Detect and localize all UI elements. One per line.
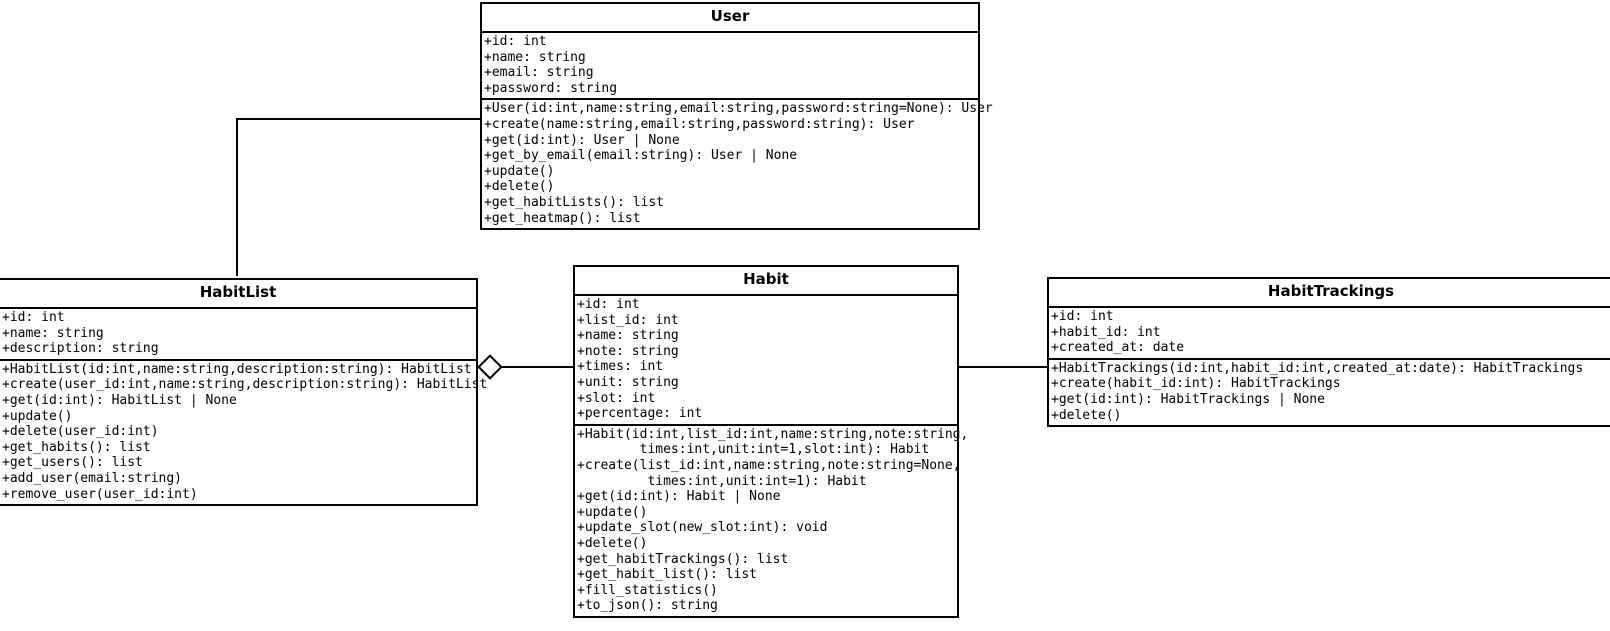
attribute-row: +id: int [2,310,65,325]
method-row: +get(id:int): User | None [484,132,680,148]
method-row: +get_habitLists(): list [484,194,665,210]
connector-habit-habittrackings-line [958,366,1050,368]
class-title-habit: Habit [575,267,957,296]
class-title-habitlist: HabitList [0,280,476,309]
attribute-row: +percentage: int [577,406,703,422]
method-row: +create(user_id:int,name:string,descript… [2,377,488,393]
attribute-row: +created_at: date [1051,340,1185,356]
method-row: +update() [577,504,648,520]
method-row: +get(id:int): Habit | None [577,489,781,505]
class-attributes-habit: +id: int +list_id: int +name: string +no… [575,296,957,426]
attribute-row: +name: string [577,328,679,344]
method-row: +get_heatmap(): list [484,210,641,226]
class-attributes-habittrackings: +id: int +habit_id: int +created_at: dat… [1049,308,1610,360]
method-row: +create(name:string,email:string,passwor… [484,116,915,132]
attribute-row: +name: string [484,49,586,65]
method-row: +get(id:int): HabitTrackings | None [1051,391,1325,407]
method-row: +delete(user_id:int) [2,424,159,440]
method-row: +update() [2,408,73,424]
method-row: +remove_user(user_id:int) [2,486,198,502]
class-methods-habittrackings: +HabitTrackings(id:int,habit_id:int,crea… [1049,360,1610,425]
method-row: +create(list_id:int,name:string,note:str… [577,457,961,473]
attribute-row: +id: int [1051,309,1114,324]
method-row: +get_habits(): list [2,439,151,455]
method-row: +User(id:int,name:string,email:string,pa… [484,101,993,117]
class-box-habit[interactable]: Habit +id: int +list_id: int +name: stri… [573,265,969,618]
class-box-habitlist[interactable]: HabitList +id: int +name: string +descri… [0,278,488,507]
attribute-row: +list_id: int [577,312,679,328]
class-title-habittrackings: HabitTrackings [1049,279,1610,308]
method-row: +get(id:int): HabitList | None [2,392,237,408]
method-row: +Habit(id:int,list_id:int,name:string,no… [577,426,969,442]
method-row: +get_by_email(email:string): User | None [484,148,798,164]
method-row: +get_habitTrackings(): list [577,551,789,567]
method-row: +HabitTrackings(id:int,habit_id:int,crea… [1051,360,1584,376]
class-box-user[interactable]: User +id: int +name: string +email: stri… [480,2,993,231]
method-row: +update() [484,163,555,179]
attribute-row: +description: string [2,341,159,357]
method-row: +delete() [484,179,555,195]
method-row: +create(habit_id:int): HabitTrackings [1051,376,1341,392]
attribute-row: +name: string [2,325,104,341]
connector-habitlist-habit-line [476,366,575,368]
attribute-row: +id: int [484,34,547,49]
method-row: +to_json(): string [577,598,718,614]
connector-user-habitlist-vertical [236,118,238,276]
attribute-row: +email: string [484,65,594,81]
attribute-row: +slot: int [577,390,656,406]
method-row: +add_user(email:string) [2,470,183,486]
class-box-habittrackings[interactable]: HabitTrackings +id: int +habit_id: int +… [1047,277,1610,428]
method-row: times:int,unit:int=1,slot:int): Habit [577,442,930,458]
class-methods-habitlist: +HabitList(id:int,name:string,descriptio… [0,361,488,504]
class-attributes-user: +id: int +name: string +email: string +p… [482,33,978,101]
method-row: +delete() [577,535,648,551]
connector-user-habitlist-horizontal [236,118,482,120]
attribute-row: +id: int [577,297,640,312]
class-methods-habit: +Habit(id:int,list_id:int,name:string,no… [575,426,969,616]
method-row: +get_users(): list [2,455,143,471]
class-title-user: User [482,4,978,33]
attribute-row: +note: string [577,343,679,359]
class-methods-user: +User(id:int,name:string,email:string,pa… [482,100,993,228]
method-row: +update_slot(new_slot:int): void [577,520,828,536]
method-row: +HabitList(id:int,name:string,descriptio… [2,361,472,377]
method-row: +delete() [1051,407,1122,423]
attribute-row: +password: string [484,80,618,96]
method-row: +fill_statistics() [577,582,718,598]
class-attributes-habitlist: +id: int +name: string +description: str… [0,309,476,361]
aggregation-diamond-habitlist [477,354,503,380]
method-row: times:int,unit:int=1): Habit [577,473,867,489]
attribute-row: +unit: string [577,374,679,390]
attribute-row: +times: int [577,359,664,375]
attribute-row: +habit_id: int [1051,324,1161,340]
method-row: +get_habit_list(): list [577,567,758,583]
